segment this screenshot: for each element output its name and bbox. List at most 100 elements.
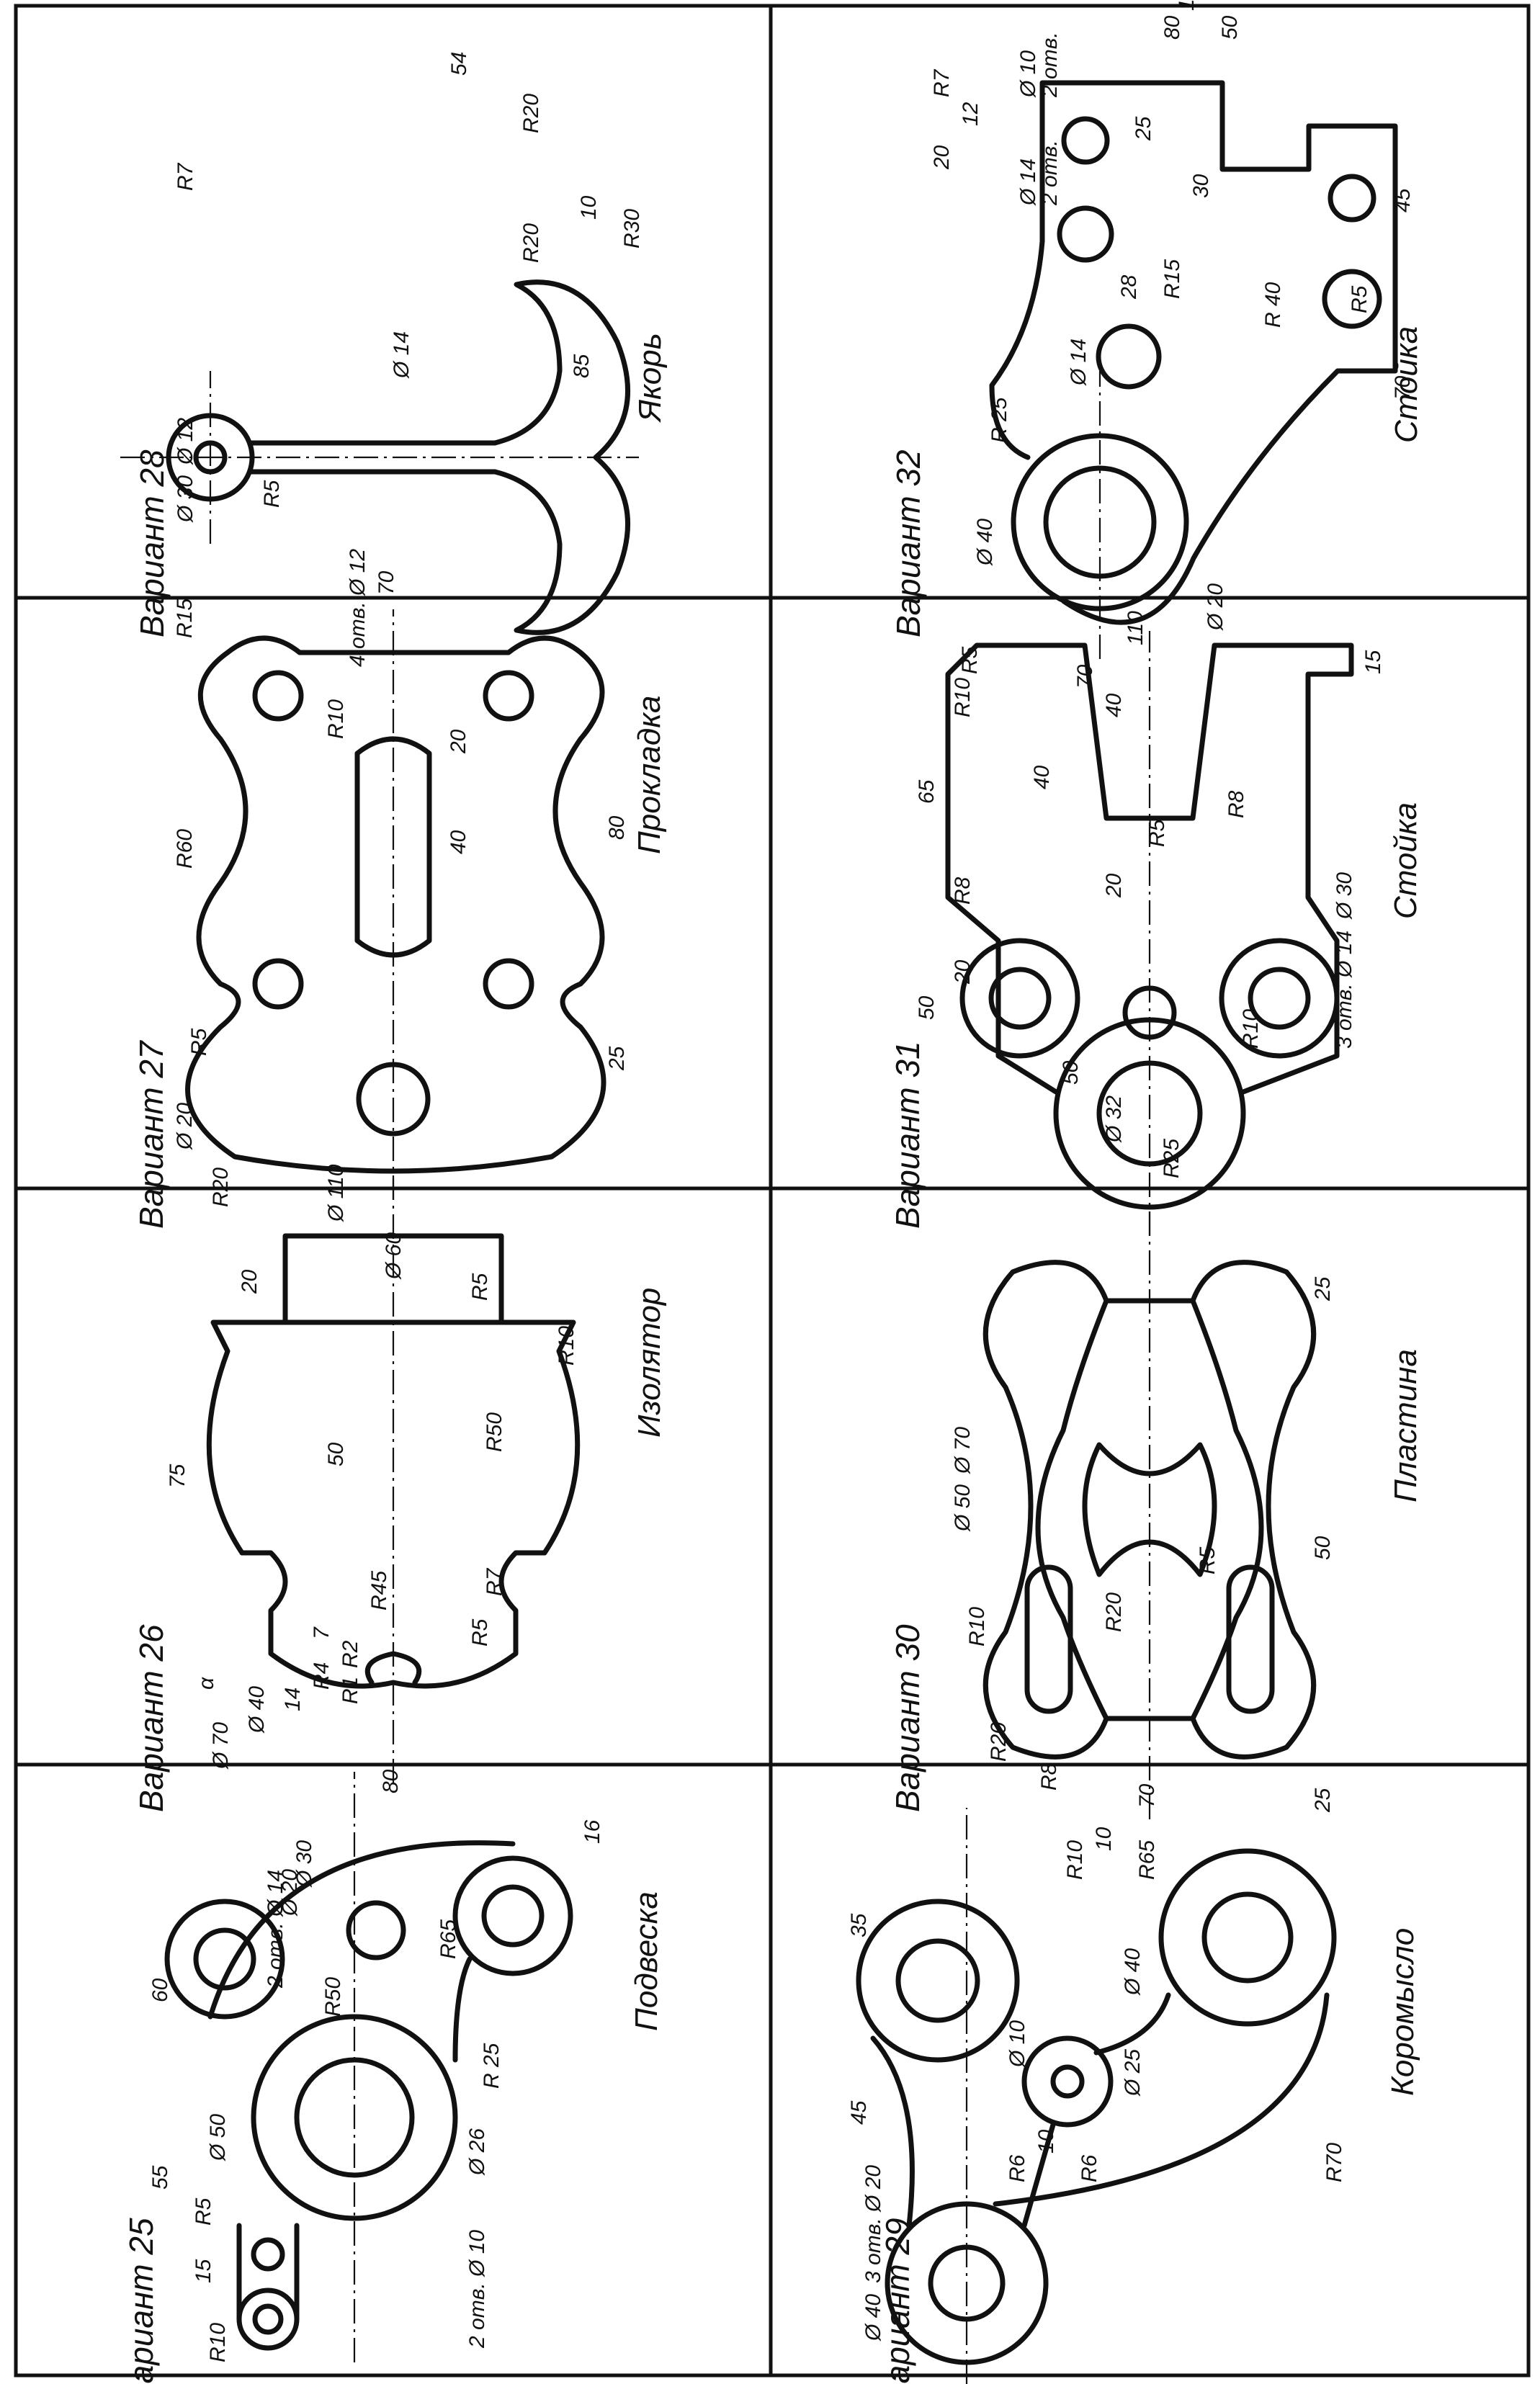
dim-label: Ø 40	[861, 2294, 885, 2342]
dim-label: 20	[951, 959, 975, 985]
variant-32: Вариант 32 Стойка R7 20 12 Ø 40 R 25 Ø 1…	[890, 0, 1424, 659]
dim-label: Ø 30	[174, 475, 197, 523]
dim-label: R5	[260, 480, 284, 508]
variant-name: Подвеска	[629, 1891, 664, 2031]
top-eye	[236, 2287, 300, 2351]
dim-label: 70	[1135, 1783, 1159, 1808]
dim-label: 20	[238, 1269, 261, 1294]
dim-label: Ø 30	[292, 1840, 316, 1888]
dim-label: 2 отв.	[1038, 140, 1062, 206]
dim-label: R65	[437, 1919, 460, 1959]
dim-label: 50	[915, 995, 939, 1020]
dim-label: R5	[1348, 285, 1371, 313]
dim-label: 50	[1311, 1536, 1335, 1560]
dim-label: Ø 25	[1121, 2049, 1145, 2097]
hanger-outline	[207, 1840, 516, 2063]
corner-hole	[252, 670, 304, 722]
stand-drawing-31	[945, 631, 1354, 1236]
stand-outline	[989, 80, 1398, 625]
dim-label: R15	[173, 599, 197, 638]
dim-label: 40	[1102, 693, 1126, 717]
dim-label: Ø 26	[465, 2128, 489, 2176]
dim-label: Ø 50	[206, 2114, 230, 2161]
dim-label: Ø 32	[1102, 1095, 1126, 1143]
plate-top-lobe	[982, 1260, 1109, 1760]
dim-label: 60	[148, 1978, 172, 2002]
dim-label: R10	[951, 678, 975, 717]
dim-label: R30	[620, 209, 644, 248]
dim-label: 50	[1059, 1060, 1083, 1085]
dim-label: 4 отв. Ø 12	[346, 549, 370, 667]
anchor-shank	[249, 440, 498, 475]
plate-drawing	[982, 1200, 1317, 1819]
dim-label: R 25	[480, 2043, 503, 2089]
dim-label: R5	[192, 2197, 215, 2226]
slot-bottom	[1226, 1564, 1275, 1714]
hole-left	[988, 967, 1052, 1030]
right-hole	[1057, 205, 1114, 263]
insulator-outline	[206, 1319, 581, 1689]
right-lobe-hole	[481, 1884, 545, 1948]
dim-label: 110	[1175, 0, 1199, 11]
dim-label: 3 отв. Ø 14	[1333, 931, 1356, 1049]
dim-label: Ø 10	[1006, 2020, 1029, 2068]
main-boss	[251, 2014, 458, 2221]
dim-label: R50	[321, 1977, 345, 2017]
dim-label: 45	[847, 2100, 871, 2125]
dim-label: 2 отв.	[1038, 32, 1062, 98]
dim-label: R7	[483, 1567, 506, 1596]
corner-hole	[252, 958, 304, 1010]
dim-label: 70	[375, 570, 398, 595]
dim-label: R20	[987, 1722, 1011, 1762]
dim-label: R5	[1196, 1546, 1219, 1574]
gasket-outline	[185, 635, 606, 1174]
dim-label: 25	[1311, 1276, 1335, 1301]
small-hole	[1096, 323, 1162, 390]
hole-mid	[1050, 2064, 1085, 2099]
dim-label: Ø 20	[173, 1103, 197, 1150]
variant-number: Вариант 27	[133, 1040, 170, 1229]
dim-label: 80	[1160, 15, 1184, 40]
dim-label: R20	[519, 94, 543, 133]
dim-label: Ø 110	[324, 1164, 348, 1222]
dim-label: 3 отв. Ø 20	[861, 2165, 885, 2283]
dim-label: 25	[1311, 1788, 1335, 1813]
variant-number: Вариант 32	[890, 449, 927, 637]
dim-label: 30	[1189, 174, 1213, 198]
dim-label: R45	[367, 1571, 391, 1610]
dim-label: 35	[847, 1913, 871, 1937]
boss-mid	[1021, 2035, 1114, 2128]
dim-label: 45	[1391, 188, 1415, 212]
dim-label: Ø 14	[390, 331, 413, 379]
variant-29: Вариант 29 Коромысло Ø 40 3 отв. Ø 20 45…	[847, 1783, 1420, 2384]
dim-label: R10	[206, 2323, 230, 2362]
variant-name: Прокладка	[632, 696, 667, 854]
dim-label: Ø 20	[1204, 583, 1227, 631]
dim-label: 80	[605, 815, 629, 840]
dim-label: R4	[310, 1662, 333, 1690]
variant-number: Вариант 26	[133, 1624, 170, 1812]
variant-number: Вариант 29	[879, 2218, 916, 2384]
insulator-drawing	[206, 1178, 581, 1783]
dim-label: 85	[570, 354, 594, 378]
dim-label: Ø 12	[174, 418, 197, 465]
boss-left	[856, 1899, 1020, 2063]
dim-label: 10	[1092, 1827, 1116, 1851]
anchor-drawing	[120, 279, 639, 635]
dim-label: R10	[324, 699, 348, 739]
variant-30: Вариант 30 Пластина R10 Ø 50 Ø 70 R20 R8…	[889, 1200, 1423, 1819]
dim-label: 10	[577, 195, 601, 220]
small-hole	[251, 2237, 285, 2272]
variant-name: Стойка	[1389, 326, 1424, 443]
dim-label: R50	[483, 1412, 506, 1452]
hanger-drawing	[164, 1772, 573, 2362]
dim-label: 2 отв. Ø 14	[264, 1870, 287, 1989]
dim-label: 10	[1034, 2129, 1058, 2154]
variant-number: Вариант 30	[889, 1624, 926, 1812]
dim-label: R 25	[988, 397, 1011, 443]
gasket-drawing	[185, 609, 606, 1200]
rocker-drawing	[856, 1808, 1337, 2384]
left-lobe-hole	[193, 1927, 256, 1991]
dim-label: 14	[281, 1688, 305, 1711]
dim-label: R10	[1239, 1009, 1263, 1049]
